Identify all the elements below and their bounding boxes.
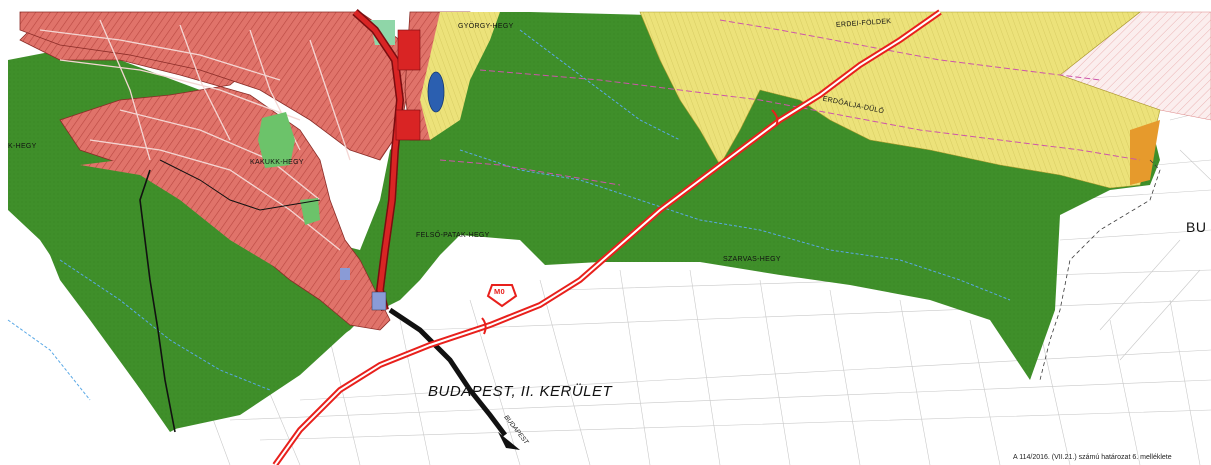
local-road-curve	[159, 159, 321, 211]
m0-highway	[272, 9, 942, 465]
label-m0-badge: M0	[494, 287, 506, 296]
residential-zone-strip	[80, 160, 370, 310]
blue-building	[371, 291, 387, 311]
label-szarvas-hegy: SZARVAS-HEGY	[723, 256, 781, 263]
boundary-lines	[439, 19, 1141, 186]
road-block	[397, 29, 421, 71]
label-edge-hegy: K-HEGY	[8, 143, 37, 150]
label-felso-patak-hegy: FELSŐ-PATAK-HEGY	[416, 232, 490, 239]
label-gyorgy-hegy: GYÖRGY-HEGY	[458, 23, 514, 30]
m0-badge-icon	[486, 284, 518, 308]
road-to-budapest	[388, 307, 507, 437]
road-arrow	[498, 432, 520, 450]
agricultural-zone	[639, 11, 1161, 189]
orange-strip	[1130, 120, 1160, 185]
label-district: BUDAPEST, II. KERÜLET	[428, 383, 613, 400]
streams	[7, 29, 1011, 401]
blue-building-2	[340, 268, 350, 280]
tunnel-mark	[481, 317, 487, 335]
footnote: A 114/2016. (VII.21.) számú határozat 6.…	[1013, 454, 1172, 461]
road-block-2	[395, 109, 421, 141]
label-edge-bu: BU	[1186, 219, 1207, 235]
label-kakukk-hegy: KAKUKK-HEGY	[250, 159, 304, 166]
park-zone	[258, 112, 295, 168]
park-zone-2	[300, 198, 320, 225]
street-network	[39, 19, 351, 251]
pond	[427, 71, 445, 113]
local-road-black	[139, 169, 176, 433]
tunnel-mark-2	[771, 109, 779, 127]
